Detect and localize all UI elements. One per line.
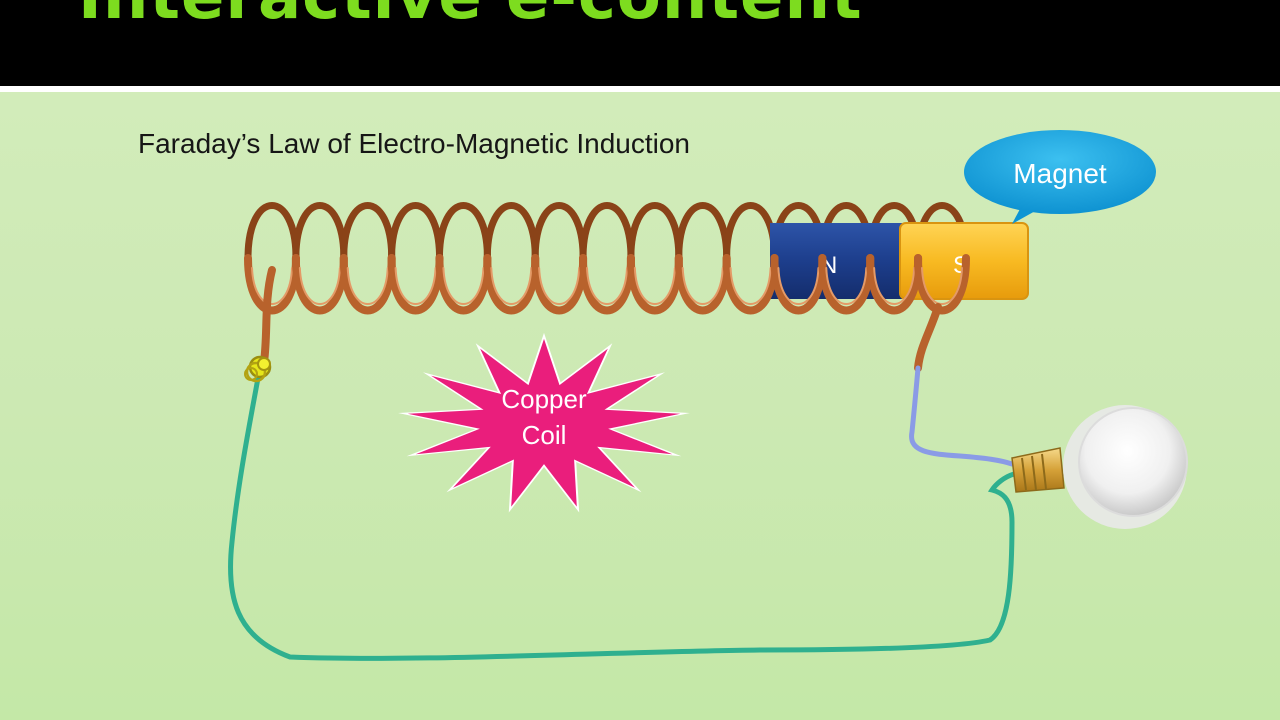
coil-loop-highlight [586,267,628,305]
coil-label-line1: Copper [501,384,587,414]
coil-loop-highlight [251,267,293,305]
magnet-callout: Magnet [964,130,1156,224]
coil-loop-front [914,254,970,315]
header-bar: Interactive e-content [0,0,1280,86]
wire-teal [227,375,1017,661]
coil-front-strands [244,254,970,315]
circuit-diagram: N S Magn [227,130,1188,661]
coil-loop-back [292,202,348,262]
coil-loop-highlight [633,267,676,305]
header-title: Interactive e-content [78,0,863,34]
coil-loop-back [340,202,396,262]
coil-loop-back [675,202,731,262]
bar-magnet[interactable]: N S [770,222,1029,300]
coil-loop-back [483,202,539,262]
callout-label: Magnet [1013,158,1107,189]
coil-loop-back [531,202,587,262]
coil-loop-back [435,202,491,262]
wire-blue [909,365,1015,467]
coil-loop-highlight [777,267,820,305]
header-divider [0,86,1280,92]
coil-loop-highlight [729,267,772,305]
starburst [407,338,681,507]
coil-loop-highlight [346,267,389,305]
magnet-n-pole [770,223,902,299]
coil-left-lead [260,266,276,366]
coil-label-line2: Coil [522,420,567,450]
slide-canvas: Faraday’s Law of Electro-Magnetic Induct… [0,92,1280,720]
bulb-thread-1 [1021,457,1027,491]
coil-loop-highlight [442,267,485,305]
coil-loop-highlight [298,267,341,305]
coil-loop-back [579,202,635,262]
coil-loop-back [723,202,779,262]
coil-loop-highlight [825,267,868,305]
bulb-glass-inner [1078,407,1188,517]
coil-loop-highlight [394,267,437,305]
coil-terminal [244,355,272,383]
coil-right-lead [914,303,942,372]
coil-loop-back [627,202,683,262]
bulb-thread-2 [1031,455,1037,491]
light-bulb[interactable] [1011,405,1188,529]
slide-title: Faraday’s Law of Electro-Magnetic Induct… [138,128,690,159]
callout-bubble [964,130,1156,214]
coil-loop-highlight [490,267,533,305]
bulb-thread-3 [1041,453,1047,490]
coil-loop-highlight [921,267,963,305]
coil-loop-highlight [873,267,916,305]
coil-loop-back [388,202,444,262]
copper-coil-label: Copper Coil [398,332,690,513]
bulb-screw-base [1011,447,1065,493]
coil-loop-highlight [681,267,724,305]
coil-loop-highlight [538,267,581,305]
coil-loop-back [244,202,300,262]
